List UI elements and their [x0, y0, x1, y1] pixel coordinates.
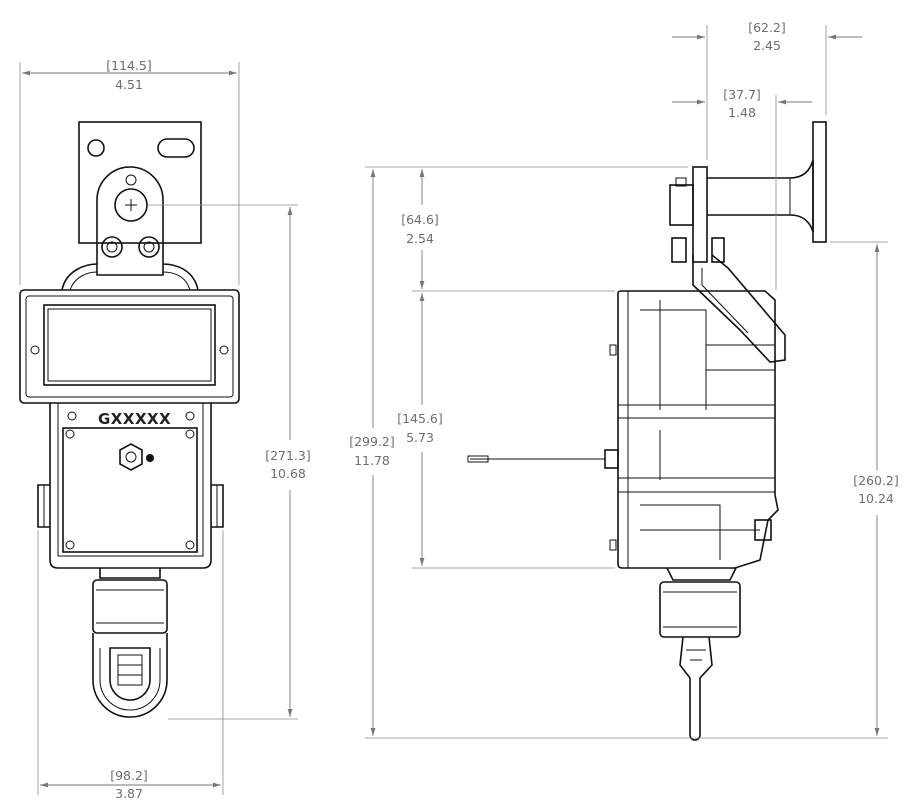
svg-text:3.87: 3.87 — [115, 786, 143, 801]
wall-plate — [812, 121, 827, 243]
svg-text:[64.6]: [64.6] — [401, 212, 439, 227]
swivel-clevis — [96, 166, 164, 276]
load-cylinder — [92, 579, 168, 634]
display-window — [43, 304, 216, 386]
upper-housing — [19, 289, 240, 404]
dim-side-plate-offset: [62.2] 2.45 — [672, 20, 862, 160]
nut-left — [101, 236, 123, 258]
side-view — [467, 121, 827, 741]
nut-right — [138, 236, 160, 258]
dim-side-total-height: [299.2] 11.78 — [349, 169, 888, 739]
dim-side-plate-to-bottom: [260.2] 10.24 — [830, 241, 899, 736]
mounting-slot-right — [157, 138, 195, 158]
svg-text:[98.2]: [98.2] — [110, 768, 148, 783]
svg-text:11.78: 11.78 — [354, 453, 390, 468]
cover-plate — [62, 427, 198, 553]
dim-front-width: [114.5] 4.51 — [19, 58, 240, 285]
svg-text:[299.2]: [299.2] — [349, 434, 395, 449]
svg-text:10.24: 10.24 — [858, 491, 894, 506]
svg-text:[145.6]: [145.6] — [397, 411, 443, 426]
dim-side-body-height: [145.6] 5.73 — [397, 293, 615, 569]
svg-text:4.51: 4.51 — [115, 77, 143, 92]
side-hook — [679, 636, 713, 741]
side-body — [617, 290, 779, 569]
svg-text:[260.2]: [260.2] — [853, 473, 899, 488]
svg-text:[37.7]: [37.7] — [723, 87, 761, 102]
svg-text:[271.3]: [271.3] — [265, 448, 311, 463]
svg-text:2.54: 2.54 — [406, 231, 434, 246]
lower-housing — [49, 403, 212, 569]
side-load-cylinder — [659, 581, 741, 638]
swivel-link — [692, 254, 786, 363]
hook-eye — [92, 633, 168, 718]
svg-text:[114.5]: [114.5] — [106, 58, 152, 73]
status-led — [146, 454, 154, 462]
svg-text:1.48: 1.48 — [728, 105, 756, 120]
svg-text:5.73: 5.73 — [406, 430, 434, 445]
mounting-hole-left — [87, 139, 105, 157]
svg-text:10.68: 10.68 — [270, 466, 306, 481]
front-view: GXXXXX — [19, 121, 240, 718]
pivot-pin — [114, 188, 148, 222]
dim-side-stem-offset: [37.7] 1.48 — [672, 87, 812, 290]
dim-front-bottom-width: [98.2] 3.87 — [37, 530, 224, 801]
dim-front-height: [271.3] 10.68 — [148, 204, 311, 720]
model-label: GXXXXX — [98, 410, 171, 428]
antenna-fitting — [119, 443, 143, 471]
bracket-stem — [707, 159, 814, 233]
svg-text:2.45: 2.45 — [753, 38, 781, 53]
dim-side-top-height: [64.6] 2.54 — [365, 166, 688, 292]
svg-text:[62.2]: [62.2] — [748, 20, 786, 35]
